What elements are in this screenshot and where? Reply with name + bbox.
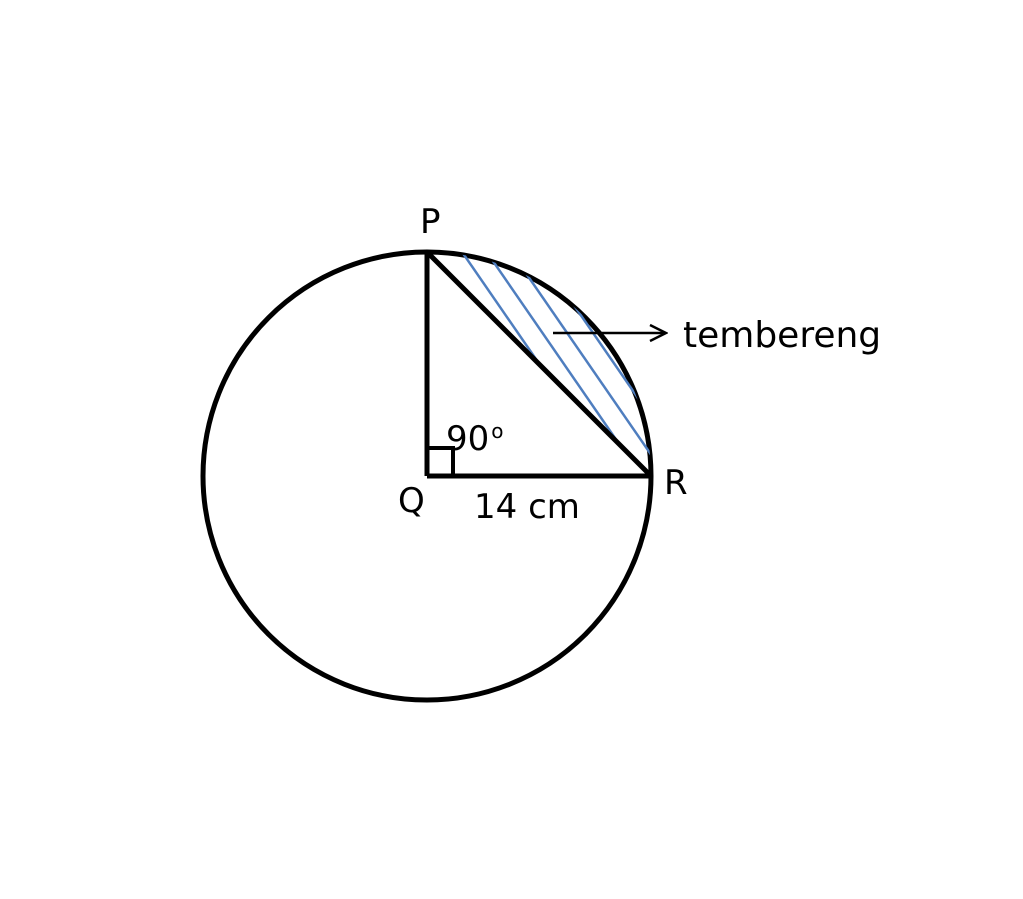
point-q-label: Q [398, 481, 425, 521]
degree-symbol: o [491, 419, 503, 443]
hatch-line [490, 252, 651, 476]
hatch-line [464, 252, 651, 476]
segment-name-label: tembereng [683, 315, 881, 356]
right-angle-marker [427, 446, 455, 476]
radius-length-label: 14 cm [474, 487, 580, 527]
angle-value: 90 [446, 419, 489, 459]
chord-pr [425, 250, 653, 478]
point-p-label: P [420, 202, 441, 242]
point-r-label: R [664, 463, 688, 503]
